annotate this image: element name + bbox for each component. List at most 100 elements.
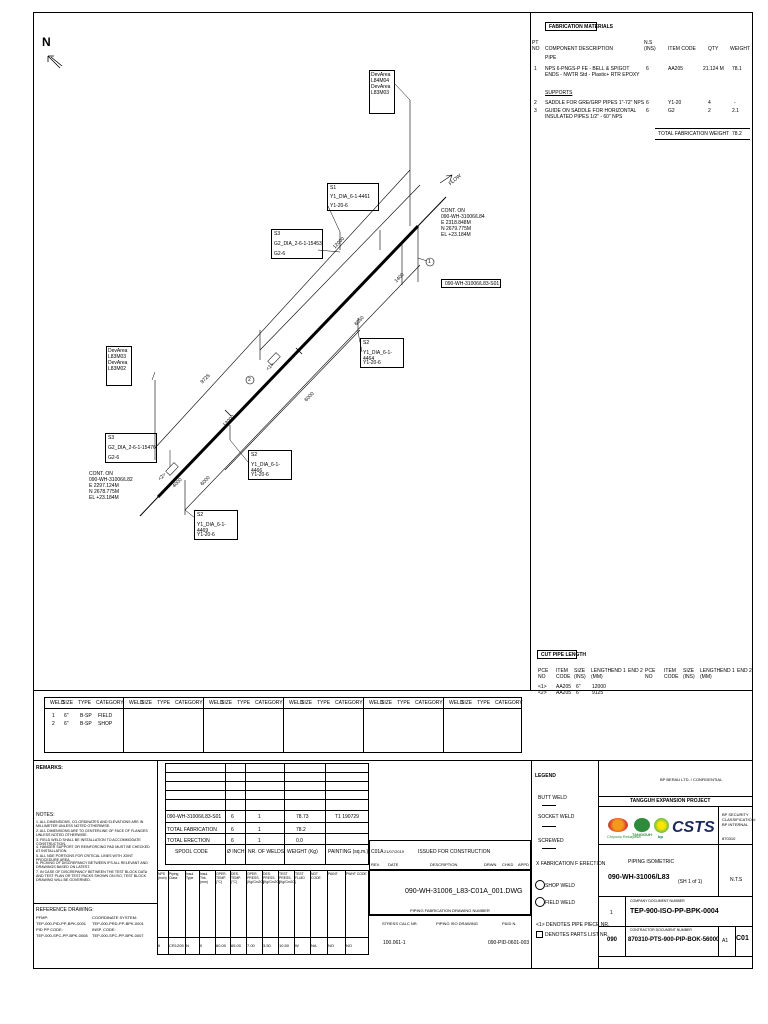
fab-col-qty: QTY (708, 46, 719, 52)
fab-row-qty: 4 (708, 100, 711, 106)
legend-item: SCREWED (538, 838, 564, 844)
fab-row-ns: 6 (646, 108, 649, 114)
cut-pipe-cell: 6" (576, 684, 581, 690)
line-number-tag: 090-WH-31006/L83-S01 (441, 279, 501, 288)
bubble-1-label: 1 (428, 259, 431, 265)
fab-total-label: TOTAL FABRICATION WEIGHT (658, 131, 730, 137)
north-label: N (42, 35, 51, 49)
summary-cell: 6 (231, 814, 234, 820)
weld-cell: 2 (52, 721, 55, 727)
fab-row-item: Y1-20 (668, 100, 682, 106)
frame-divider-lower (33, 760, 753, 761)
weld-header-0-2: TYPE (78, 700, 92, 706)
design-header: PAINT (328, 872, 338, 876)
summary-cell: 1 (258, 814, 261, 820)
cut-pipe-cell: <2> (538, 690, 547, 696)
summary-cell: 6 (231, 838, 234, 844)
pipe-extension-left (139, 496, 159, 517)
design-header: DES. PRESS. (Kg/Cm2G) (263, 872, 281, 884)
summary-cell: 78.2 (296, 827, 306, 833)
weld-header-1-2: TYPE (157, 700, 171, 706)
contract-no: 870310 (722, 836, 736, 841)
bubble-1 (425, 257, 435, 267)
design-data (157, 870, 369, 955)
reference-title: REFERENCE DRAWING: (36, 907, 94, 913)
design-header: NPS (Inch) (158, 872, 167, 880)
weld-header-1-0: WELD (129, 700, 144, 706)
weld-header-3-0: WELD (289, 700, 304, 706)
design-header: PWHT CODE (346, 872, 367, 876)
stress-value: 100.061-1 (383, 940, 406, 946)
rev-header: DATE (388, 862, 399, 867)
fab-col-pt: PT NO (532, 40, 540, 52)
support-s2a-tag: S2 Y1_DIA_6-1-4464 Y1-20-6 (360, 338, 404, 368)
iso-number: 090-WH-31006/L83 (608, 874, 670, 881)
design-header: OPER. TEMP. (°C) (216, 872, 227, 884)
fab-row-weight: 2.1 (732, 108, 739, 114)
weld-cell: 6" (64, 713, 69, 719)
bubble-2 (245, 375, 255, 385)
design-header: DES. TEMP. (°C) (231, 872, 241, 884)
legend-title: LEGEND (535, 773, 556, 779)
weld-header-3-3: CATEGORY (335, 700, 363, 706)
fab-row-item: G2 (668, 108, 675, 114)
fab-supports-label: SUPPORTS (545, 90, 573, 96)
fab-row-pt: 3 (534, 108, 537, 114)
design-value: NO (346, 943, 352, 948)
rev-date: 21/07/2019 (384, 849, 405, 854)
design-header: Insul. Type (186, 872, 195, 880)
legend-item: FIELD WELD (545, 900, 576, 906)
piping-fab-label: PIPING FABRICATION DRAWING NUMBER (410, 908, 490, 913)
legend-parts-list: DENOTES PARTS LIST NR. (545, 932, 609, 938)
weld-header-2-1: SIZE (221, 700, 233, 706)
summary-cell: 6 (231, 827, 234, 833)
frame-divider-horizontal (33, 690, 753, 691)
project-name: TANGGUH EXPANSION PROJECT (630, 798, 711, 804)
fab-pipe-label: PIPE (545, 55, 557, 61)
weld-header-2-3: CATEGORY (255, 700, 283, 706)
cut-pipe-cell: 9125 (592, 690, 604, 696)
rev-header: APPD (518, 862, 529, 867)
cut-pipe-cell: 6" (576, 690, 581, 696)
weld-header-5-1: SIZE (461, 700, 473, 706)
frame-divider-vertical (530, 12, 531, 690)
support-s1-tag: S1 Y1_DIA_6-1-4461 Y1-20-6 (327, 183, 379, 211)
fab-row-pt: 2 (534, 100, 537, 106)
csts-logo: CSTS (672, 819, 715, 836)
summary-grid (165, 763, 369, 865)
weld-header-1-1: SIZE (141, 700, 153, 706)
rev-header: DESCRIPTION (430, 862, 458, 867)
main-pipe (156, 224, 420, 499)
contractor-doc-label: CONTRACTOR DOCUMENT NUMBER (630, 928, 692, 932)
legend-item: SOCKET WELD (538, 814, 575, 820)
sheet-size: A1 (722, 938, 729, 944)
notes-label: NOTES: (36, 812, 55, 818)
cut-pipe-cell: AA205 (556, 690, 572, 696)
security-class: BP SECURITY CLASSIFICATION: BP INTERNAL (722, 812, 756, 827)
weld-cell: SHOP (98, 721, 113, 727)
fab-col-item: ITEM CODE (668, 46, 696, 52)
stress-label: STRESS CALC NR. (382, 921, 418, 926)
support-s2c-tag: S2 Y1_DIA_6-1-4469 Y1-20-6 (194, 510, 238, 540)
summary-cell: 0.0 (296, 838, 303, 844)
summary-head: WEIGHT (Kg) (287, 849, 318, 855)
cut-pipe-cell: 12000 (592, 684, 606, 690)
fab-row-ns: 6 (646, 100, 649, 106)
design-header: OPER. PRESS. (Kg/Cm2G) (247, 872, 265, 884)
weld-cell: 1 (52, 713, 55, 719)
weld-cell: B-SP (80, 721, 92, 727)
fab-row-qty: 21.124 M (703, 66, 724, 72)
legend-item: BUTT WELD (538, 795, 567, 801)
design-value: NA (311, 943, 317, 948)
fab-row-desc: GUIDE ON SADDLE FOR HORIZONTAL INSULATED… (545, 108, 637, 120)
company-doc-number: TEP-900-ISO-PP-BPK-0004 (630, 908, 719, 915)
drawing-frame (33, 12, 753, 969)
fab-col-ns: N.S (INS) (644, 40, 656, 52)
north-arrow-icon (47, 55, 63, 69)
pid-label: PIPING ISO DRAWING (436, 921, 478, 926)
summary-cell: TOTAL FABRICATION (167, 827, 217, 833)
fab-col-weight: WEIGHT (730, 46, 750, 52)
weld-header-3-2: TYPE (317, 700, 331, 706)
support-s3b-tag: S3 G2_DIA_2-6-1-15476 G2-6 (105, 433, 157, 463)
